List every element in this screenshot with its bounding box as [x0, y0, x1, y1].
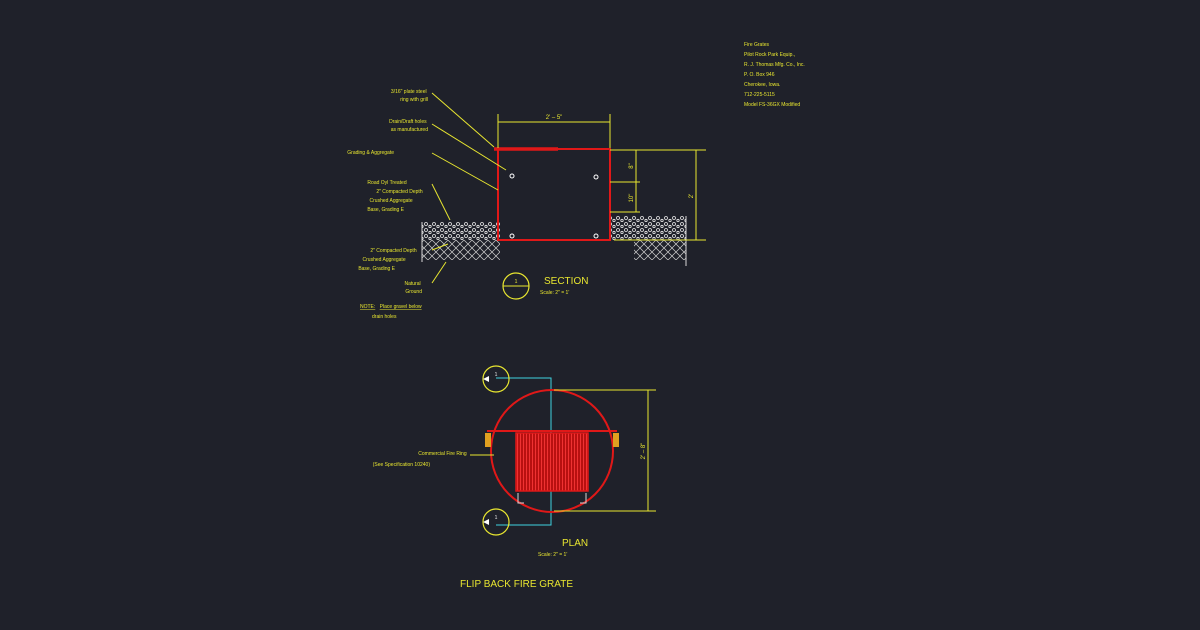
- section-view: 2' – 5" 8" 10" 2' 3/16" plate steel ring…: [347, 89, 706, 320]
- info-line: R. J. Thomas Mfg. Co., Inc.: [744, 62, 805, 68]
- drain-hole: [593, 233, 599, 239]
- info-line: Cherokee, Iowa.: [744, 82, 780, 88]
- plan-title: PLAN: [562, 538, 588, 549]
- drawing-title: FLIP BACK FIRE GRATE: [460, 579, 573, 590]
- plan-dimension: 2' – 8": [641, 443, 647, 460]
- info-block: Fire Grates Pilot Rock Park Equip., R. J…: [744, 42, 805, 108]
- info-line: Pilot Rock Park Equip.,: [744, 52, 795, 58]
- note-drain-holes: Drain/Draft holes as manufactured: [389, 119, 428, 133]
- info-line: 712-225-5115: [744, 92, 775, 98]
- drain-hole: [509, 173, 515, 179]
- aggregate-right: [610, 216, 686, 240]
- hinge-left: [485, 433, 491, 447]
- info-line: P. O. Box 946: [744, 72, 775, 78]
- cooking-grill: [515, 432, 589, 492]
- note-plate-steel: 3/16" plate steel ring with grill: [391, 89, 428, 103]
- note-natural-ground: Natural Ground: [404, 281, 422, 295]
- natural-ground-right: [634, 240, 686, 260]
- hinge-right: [613, 433, 619, 447]
- dim-lower: 10": [629, 194, 635, 203]
- leader-line: [431, 243, 449, 251]
- leader-line: [431, 92, 495, 148]
- dim-top-width: 2' – 5": [546, 115, 563, 121]
- natural-ground-left: [422, 240, 500, 260]
- leader-line: [431, 261, 447, 284]
- leader-line: [431, 183, 451, 221]
- info-line: Model FS-36GX Modified: [744, 102, 800, 108]
- grill-foot: [517, 493, 524, 504]
- cut-arrow-icon: [483, 376, 489, 382]
- leader-line: [431, 152, 499, 191]
- fire-ring-plan: [490, 389, 614, 513]
- dim-overall-height: 2': [689, 194, 695, 198]
- drain-hole: [593, 174, 599, 180]
- cut-marker-number: 1: [495, 515, 498, 521]
- section-title: SECTION: [544, 276, 588, 287]
- section-scale: Scale: 2" = 1': [540, 290, 569, 296]
- drain-hole: [509, 233, 515, 239]
- grill-foot: [580, 493, 587, 504]
- plan-scale: Scale: 2" = 1': [538, 552, 567, 558]
- leader-line: [431, 123, 507, 171]
- note-gravel: NOTE: Place gravel below drain holes: [360, 304, 423, 320]
- note-compacted: 2" Compacted Depth Crushed Aggregate Bas…: [358, 248, 418, 272]
- note-road-oil: Road Oyl Treated 2" Compacted Depth Crus…: [367, 180, 424, 213]
- cut-marker-number: 1: [495, 372, 498, 378]
- aggregate-left: [422, 222, 500, 240]
- section-marker-number: 1: [515, 279, 518, 285]
- cut-arrow-icon: [483, 519, 489, 525]
- note-grading: Grading & Aggregate: [347, 150, 394, 156]
- fire-ring-label: Commercial Fire Ring (See Specification …: [373, 451, 468, 468]
- info-line: Fire Grates: [744, 42, 770, 48]
- plan-view: 1 1 2' – 8" Commercial Fire Ring (See Sp…: [373, 365, 656, 558]
- dim-upper: 8": [629, 163, 635, 168]
- fire-ring-section: [497, 148, 611, 241]
